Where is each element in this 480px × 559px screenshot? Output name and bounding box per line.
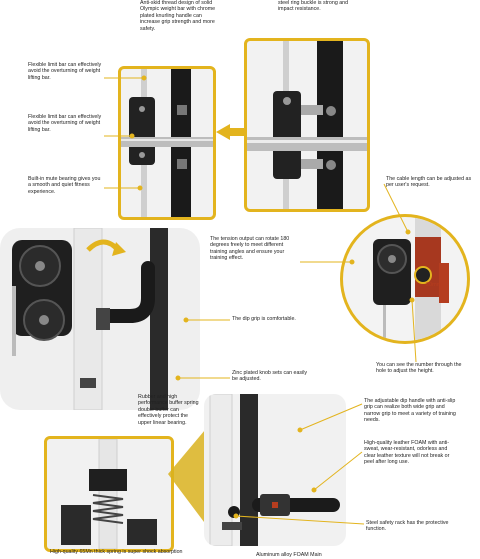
- annotation-spring: High-quality 65Mn thick spring is super …: [50, 549, 183, 555]
- dip-handle-illustration: [209, 394, 340, 546]
- annotation-cable: The cable length can be adjusted as per …: [386, 176, 472, 189]
- buckle-closeup-frame: [244, 38, 370, 212]
- pulley-illustration: [12, 228, 168, 410]
- buckle-illustration: [247, 41, 367, 209]
- dimension-label: 20mm: [426, 282, 442, 288]
- cable-illustration: [373, 217, 449, 341]
- annotation-foam-bottom: Aluminum alloy FOAM Main: [256, 552, 322, 558]
- annotation-buckle: steel ring buckle is strong and impact r…: [278, 0, 349, 13]
- annotation-limit-bar-2: Flexible limit bar can effectively avoid…: [28, 114, 102, 133]
- cable-circle: [340, 214, 470, 344]
- pulley-dip-panel: [0, 228, 200, 410]
- annotation-safety-rack: Steel safety rack has the protective fun…: [366, 520, 449, 533]
- annotation-buffer: Rubber and high performance buffer sprin…: [138, 394, 199, 426]
- annotation-dip-grip: The dip grip is comfortable.: [232, 316, 296, 322]
- limit-bar-illustration: [121, 69, 213, 217]
- annotation-number: You can see the number through the hole …: [376, 362, 462, 375]
- annotation-barbell: Anti-skid thread design of solid Olympic…: [140, 0, 216, 32]
- annotation-bearing: Built-in mute bearing gives you a smooth…: [28, 176, 101, 195]
- limit-bar-closeup-frame: [118, 66, 216, 220]
- annotation-foam: High-quality leather FOAM with anti-swea…: [364, 440, 450, 466]
- annotation-knob: Zinc plated knob sets can easily be adju…: [232, 370, 308, 383]
- annotation-dip-handle: The adjustable dip handle with anti-slip…: [364, 398, 456, 424]
- spring-illustration: [61, 439, 157, 549]
- dip-handle-panel: [204, 394, 346, 546]
- annotation-limit-bar-1: Flexible limit bar can effectively avoid…: [28, 62, 102, 81]
- annotation-tension: The tension output can rotate 180 degree…: [210, 236, 290, 262]
- spring-panel: [44, 436, 174, 552]
